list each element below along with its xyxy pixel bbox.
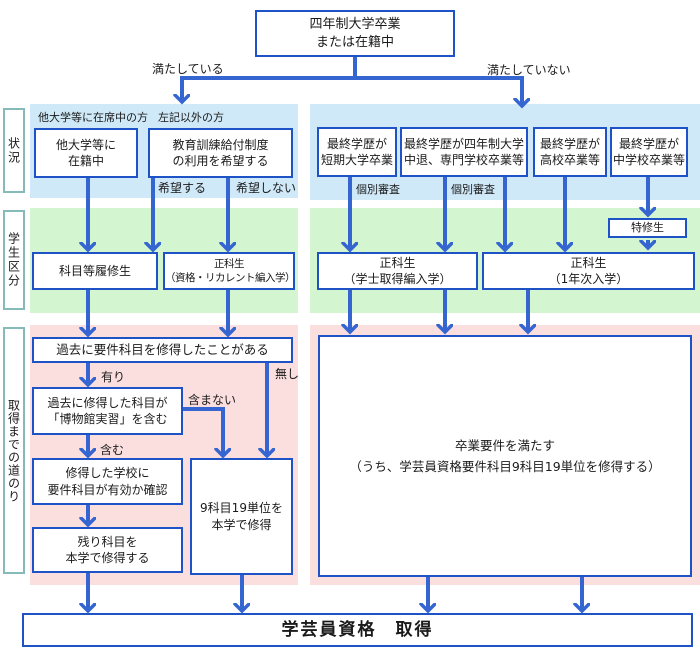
row-label-path: 取得までの道のり [3, 327, 25, 574]
box-final-edu-high-school: 最終学歴が 高校卒業等 [533, 127, 607, 177]
box-regular-student-recurrent: 正科生 （資格・リカレント編入学） [163, 252, 296, 290]
box-regular-student-bachelor-transfer: 正科生 （学士取得編入学） [317, 252, 478, 290]
box-final-edu-univ-dropout-vocational: 最終学歴が四年制大学 中退、専門学校卒業等 [400, 127, 528, 177]
box-special-student: 特修生 [608, 218, 687, 238]
box-enrolled-other-university: 他大学等に 在籍中 [34, 128, 138, 178]
label-individual-screening-1: 個別審査 [356, 183, 400, 196]
box-nine-subjects-nineteen-credits: 9科目19単位を 本学で修得 [190, 458, 293, 575]
box-final-edu-junior-college: 最終学歴が 短期大学卒業 [317, 127, 397, 177]
box-confirm-credit-validity: 修得した学校に 要件科目が有効か確認 [32, 458, 183, 505]
label-no-credits: 無し [275, 367, 300, 381]
box-training-benefit-system: 教育訓練給付制度 の利用を希望する [148, 128, 293, 178]
row-label-category-text: 学生区分 [6, 232, 21, 288]
label-individual-screening-2: 個別審査 [451, 183, 495, 196]
box-final-edu-junior-high: 最終学歴が 中学校卒業等 [610, 127, 688, 177]
row-label-status-text: 状況 [6, 136, 21, 165]
box-take-remaining-subjects: 残り科目を 本学で修得する [32, 527, 183, 573]
box-credited-auditor: 科目等履修生 [32, 252, 158, 290]
label-wish-yes: 希望する [158, 181, 207, 195]
label-not-includes: 含まない [188, 393, 237, 407]
label-includes: 含む [100, 443, 125, 457]
box-regular-student-first-year: 正科生 （1年次入学） [482, 252, 695, 290]
box-past-required-credits: 過去に要件科目を修得したことがある [32, 337, 293, 363]
note-enrolled-other-univ: 他大学等に在席中の方 [38, 111, 148, 124]
note-other-than-left: 左記以外の方 [158, 111, 224, 124]
box-meet-graduation-requirements: 卒業要件を満たす （うち、学芸員資格要件科目9科目19単位を修得する） [318, 335, 692, 577]
row-label-status: 状況 [3, 108, 25, 193]
row-label-category: 学生区分 [3, 210, 25, 310]
box-curator-qualification-obtained: 学芸員資格 取得 [22, 613, 693, 647]
box-university-graduate-or-enrolled: 四年制大学卒業 または在籍中 [255, 10, 455, 57]
label-wish-no: 希望しない [236, 181, 297, 195]
box-past-credits-museum-practice: 過去に修得した科目が 「博物館実習」を含む [32, 387, 183, 435]
label-has-credits: 有り [101, 370, 126, 384]
label-condition-met: 満たしている [152, 62, 224, 76]
row-label-path-text: 取得までの道のり [6, 398, 21, 503]
label-condition-not-met: 満たしていない [487, 63, 571, 77]
